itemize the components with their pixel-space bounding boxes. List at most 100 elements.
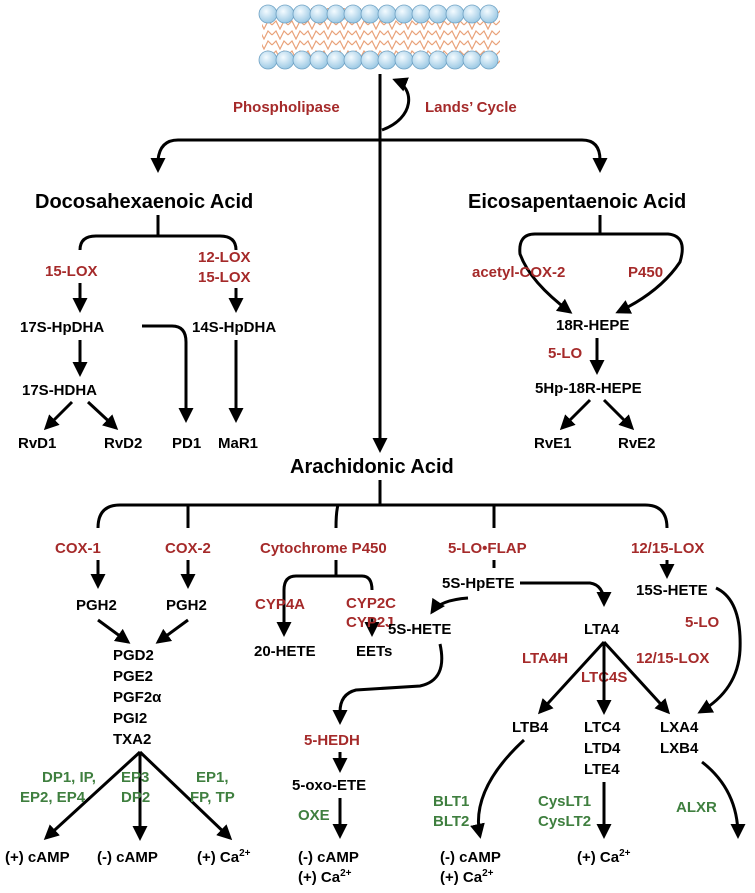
enzyme-5lo-aa: 5-LO — [685, 614, 720, 631]
arrow-to-rvd2 — [86, 400, 119, 431]
enzyme-5hedh: 5-HEDH — [304, 732, 360, 749]
aa-split-mid — [186, 504, 496, 529]
prostanoid-0: PGD2 — [113, 647, 154, 664]
enzyme-cox1: COX-1 — [55, 540, 101, 557]
arrow-to-pd1 — [142, 324, 194, 423]
enzyme-5lo-flap: 5-LO•FLAP — [448, 540, 527, 557]
lta4: LTA4 — [584, 621, 620, 638]
enzyme-cyp450: Cytochrome P450 — [260, 540, 387, 557]
arrow-pgh2-a — [97, 618, 131, 644]
rvd1: RvD1 — [18, 435, 56, 452]
17s-hdha: 17S-HDHA — [22, 382, 97, 399]
rvd2: RvD2 — [104, 435, 142, 452]
ltc4: LTC4 — [584, 719, 621, 736]
membrane-lipid-head — [326, 4, 346, 24]
membrane-lipid-head — [377, 50, 397, 70]
enzyme-cyp2j: CYP2J — [346, 614, 394, 631]
superscript: 2+ — [619, 848, 631, 859]
prostanoid-4: TXA2 — [113, 731, 151, 748]
5s-hete-label: 5S-HETE — [388, 621, 451, 638]
cyslt-out-ca: (+) Ca2+ — [577, 848, 631, 866]
rec-dp2: DP2 — [121, 789, 150, 806]
rec-dp1-ip: DP1, IP, — [42, 769, 96, 786]
mar1: MaR1 — [218, 435, 258, 452]
enzyme-15lox: 15-LOX — [45, 263, 98, 280]
enzyme-p450: P450 — [628, 264, 663, 281]
prostanoid-1: PGE2 — [113, 668, 153, 685]
membrane-lipid-head — [462, 50, 482, 70]
prostanoid-3: PGI2 — [113, 710, 147, 727]
arrow-to-5s-hete — [430, 596, 469, 615]
membrane-lipid-head — [411, 50, 431, 70]
enzyme-5lo-epa: 5-LO — [548, 345, 583, 362]
20-hete: 20-HETE — [254, 643, 316, 660]
superscript: 2+ — [239, 848, 251, 859]
enzyme-cox2: COX-2 — [165, 540, 211, 557]
lxb4: LXB4 — [660, 740, 699, 757]
out-camp-pos: (+) cAMP — [5, 849, 70, 866]
enzyme-acetyl-cox2: acetyl-COX-2 — [472, 264, 565, 281]
dha-title: Docosahexaenoic Acid — [35, 191, 253, 213]
out-camp-neg: (-) cAMP — [97, 849, 158, 866]
ltb4: LTB4 — [512, 719, 549, 736]
membrane-lipid-head — [479, 50, 499, 70]
prostanoid-2: PGF2α — [113, 689, 162, 706]
out-ca-pos: (+) Ca2+ — [197, 848, 251, 866]
arrow-to-rvd1 — [43, 400, 74, 431]
receptor-oxe: OXE — [298, 807, 330, 824]
membrane-lipid-head — [428, 50, 448, 70]
enzyme-15lox-b: 15-LOX — [198, 269, 251, 286]
membrane-lipid-head — [258, 50, 278, 70]
enzyme-cyp4a: CYP4A — [255, 596, 305, 613]
p450-arrow — [600, 232, 684, 314]
membrane-lipid-head — [309, 50, 329, 70]
membrane-lipid-head — [462, 4, 482, 24]
arrow-prost-left — [43, 750, 142, 841]
epa-title: Eicosapentaenoic Acid — [468, 191, 686, 213]
membrane-lipid-head — [377, 4, 397, 24]
14s-hpdha: 14S-HpDHA — [192, 319, 276, 336]
arrow-to-5hedh — [332, 643, 444, 725]
membrane-lipid-head — [445, 50, 465, 70]
membrane-lipid-head — [360, 50, 380, 70]
5-oxo-ete: 5-oxo-ETE — [292, 777, 366, 794]
5s-hpete: 5S-HpETE — [442, 575, 515, 592]
superscript: 2+ — [340, 868, 352, 879]
phospholipase-label: Phospholipase — [233, 99, 340, 116]
ltd4: LTD4 — [584, 740, 621, 757]
membrane-lipid-head — [292, 4, 312, 24]
pgh2-a: PGH2 — [76, 597, 117, 614]
membrane-lipid-head — [326, 50, 346, 70]
receptor-alxr: ALXR — [676, 799, 717, 816]
arrow-pgh2-b — [155, 618, 189, 644]
lands-cycle-label: Lands’ Cycle — [425, 99, 517, 116]
membrane-lipid-head — [394, 4, 414, 24]
acetyl-cox2-arrow — [518, 215, 602, 314]
5hp-18r-hepe: 5Hp-18R-HEPE — [535, 380, 642, 397]
enzyme-1215lox-b: 12/15-LOX — [636, 650, 709, 667]
lte4: LTE4 — [584, 761, 620, 778]
rec-ep1: EP1, — [196, 769, 229, 786]
enzyme-lta4h: LTA4H — [522, 650, 568, 667]
membrane-lipid-head — [428, 4, 448, 24]
membrane-lipid-head — [275, 4, 295, 24]
eets: EETs — [356, 643, 392, 660]
arrow-to-rve2 — [602, 398, 635, 431]
receptor-blt2: BLT2 — [433, 813, 469, 830]
pgh2-b: PGH2 — [166, 597, 207, 614]
receptor-cyslt1: CysLT1 — [538, 793, 591, 810]
membrane-lipid-head — [343, 50, 363, 70]
arrow-5lo-lx — [697, 586, 742, 714]
oxe-out-ca: (+) Ca2+ — [298, 868, 352, 886]
membrane-lipid-head — [258, 4, 278, 24]
oxe-out-camp: (-) cAMP — [298, 849, 359, 866]
membrane-lipid-head — [479, 4, 499, 24]
cyp-split — [282, 560, 374, 612]
receptor-cyslt2: CysLT2 — [538, 813, 591, 830]
membrane-lipid-head — [411, 4, 431, 24]
membrane-lipid-head — [445, 4, 465, 24]
pd1: PD1 — [172, 435, 201, 452]
rec-fp-tp: FP, TP — [190, 789, 235, 806]
arrow-prost-right — [138, 750, 233, 841]
